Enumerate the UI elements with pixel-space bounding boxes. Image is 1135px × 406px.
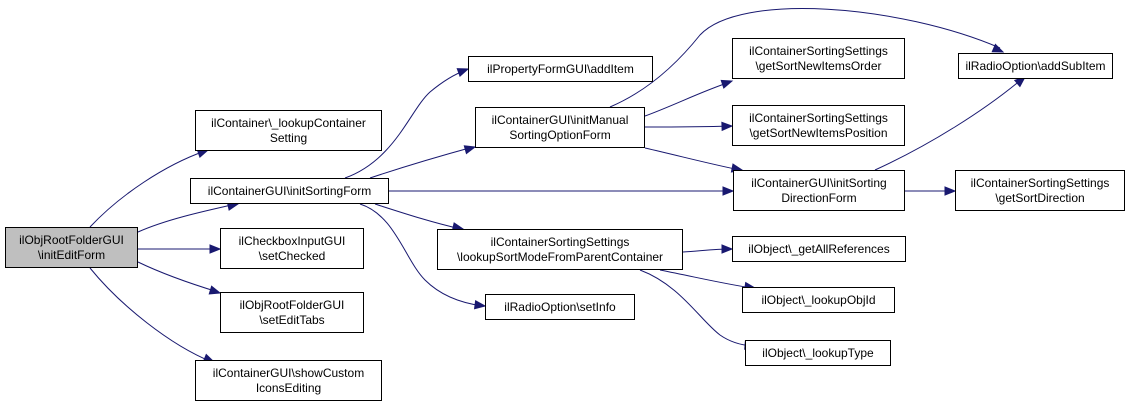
node-get-sort-new-items-order[interactable]: ilContainerSortingSettings \getSortNewIt… <box>732 38 905 79</box>
edge-root-to-checkbox-arrowhead <box>209 244 222 254</box>
node-line: ilContainerGUI\initSortingForm <box>207 183 372 198</box>
node-get-all-references[interactable]: ilObject\_getAllReferences <box>732 236 906 262</box>
node-show-custom-icons-editing[interactable]: ilContainerGUI\showCustom IconsEditing <box>195 360 382 401</box>
edge-sorting-to-sorting-direction <box>389 186 735 196</box>
node-line: ilObject\_lookupType <box>762 345 874 360</box>
node-line: ilContainerGUI\initManual <box>491 112 629 127</box>
node-set-edit-tabs[interactable]: ilObjRootFolderGUI \setEditTabs <box>220 292 364 333</box>
edge-sorting-to-property-add-item <box>344 68 470 179</box>
edge-sorting-to-property-add-item-arrowhead <box>456 68 470 78</box>
node-root-init-edit-form[interactable]: ilObjRootFolderGUI \initEditForm <box>5 227 138 268</box>
edge-manual-to-sort-new-items-pos-arrowhead <box>721 121 734 132</box>
edge-manual-to-radio-add-sub-item <box>609 8 1005 108</box>
edge-manual-to-sorting-direction-line <box>644 147 741 171</box>
node-line: ilRadioOption\setInfo <box>504 299 616 314</box>
edge-lookup-mode-to-lookup-type <box>639 269 757 350</box>
node-line: ilObjRootFolderGUI <box>239 297 345 312</box>
edge-root-to-set-edit-tabs-arrowhead <box>208 285 222 295</box>
edge-lookup-mode-to-lookup-obj-id <box>659 269 757 292</box>
node-line: \setEditTabs <box>259 312 325 327</box>
node-line: ilContainerGUI\showCustom <box>212 365 365 380</box>
node-lookup-type[interactable]: ilObject\_lookupType <box>745 340 891 366</box>
edge-root-to-checkbox <box>138 244 222 254</box>
node-radio-set-info[interactable]: ilRadioOption\setInfo <box>485 294 635 320</box>
node-line: SortingOptionForm <box>509 127 611 142</box>
node-line: \setChecked <box>258 248 326 263</box>
edge-manual-to-sort-new-items-pos <box>644 121 734 132</box>
edge-root-to-show-custom-icons-line <box>89 267 213 363</box>
node-get-sort-new-items-position[interactable]: ilContainerSortingSettings \getSortNewIt… <box>732 105 905 146</box>
edge-sorting-to-manual-sorting <box>369 145 477 179</box>
edge-sorting-to-manual-sorting-line <box>369 146 474 179</box>
node-line: ilContainerGUI\initSorting <box>751 175 887 190</box>
edge-sorting-to-radio-set-info <box>359 203 487 310</box>
node-line: ilContainerSortingSettings <box>749 43 888 58</box>
node-line: \getSortNewItemsPosition <box>749 125 888 140</box>
node-line: ilContainer\_lookupContainer <box>211 115 366 130</box>
node-init-manual-sorting-option-form[interactable]: ilContainerGUI\initManual SortingOptionF… <box>475 107 645 148</box>
edge-root-to-show-custom-icons <box>89 267 216 363</box>
node-line: ilRadioOption\addSubItem <box>965 58 1106 73</box>
node-init-sorting-direction-form[interactable]: ilContainerGUI\initSorting DirectionForm <box>733 170 905 211</box>
node-line: DirectionForm <box>781 190 857 205</box>
node-line: ilObject\_getAllReferences <box>748 241 890 256</box>
edge-direction-to-radio-add-sub-item-line <box>874 78 1023 171</box>
edge-sorting-to-manual-sorting-arrowhead <box>463 145 477 155</box>
node-checkbox-set-checked[interactable]: ilCheckboxInputGUI \setChecked <box>220 228 364 269</box>
edge-root-to-set-edit-tabs-line <box>137 261 219 293</box>
edge-manual-to-sort-new-items-order <box>644 79 734 117</box>
edge-manual-to-sorting-direction <box>644 147 744 173</box>
node-line: ilObject\_lookupObjId <box>761 292 876 307</box>
edge-direction-to-get-sort-direction <box>905 186 957 196</box>
node-line: ilContainerSortingSettings <box>749 110 888 125</box>
node-init-sorting-form[interactable]: ilContainerGUI\initSortingForm <box>190 178 389 204</box>
edge-root-to-set-edit-tabs <box>137 261 222 295</box>
edge-lookup-mode-to-lookup-type-line <box>639 269 753 347</box>
edge-root-to-init-sorting-form-line <box>137 203 237 233</box>
edge-lookup-mode-to-all-references <box>682 244 734 254</box>
node-line: ilCheckboxInputGUI <box>238 233 346 248</box>
edge-root-to-lookup-container-line <box>89 150 206 228</box>
edge-sorting-to-property-add-item-line <box>344 69 467 179</box>
edge-sorting-to-lookup-sort-mode-line <box>374 203 462 230</box>
node-line: \lookupSortModeFromParentContainer <box>456 249 664 264</box>
edge-sorting-to-lookup-sort-mode <box>374 203 465 232</box>
node-line: Setting <box>269 130 308 145</box>
node-line: \getSortDirection <box>995 190 1085 205</box>
node-line: ilPropertyFormGUI\addItem <box>487 61 634 76</box>
node-lookup-obj-id[interactable]: ilObject\_lookupObjId <box>742 287 895 313</box>
node-lookup-container-setting[interactable]: ilContainer\_lookupContainer Setting <box>195 110 382 151</box>
edge-lookup-mode-to-all-references-arrowhead <box>721 244 734 254</box>
node-get-sort-direction[interactable]: ilContainerSortingSettings \getSortDirec… <box>955 170 1125 211</box>
edge-sorting-to-sorting-direction-arrowhead <box>722 186 735 196</box>
edge-manual-to-sort-new-items-order-line <box>644 81 731 117</box>
edge-sorting-to-radio-set-info-arrowhead <box>473 299 487 310</box>
node-lookup-sort-mode-from-parent[interactable]: ilContainerSortingSettings \lookupSortMo… <box>437 229 683 270</box>
node-line: \initEditForm <box>37 247 106 262</box>
edge-manual-to-radio-add-sub-item-line <box>609 8 1001 108</box>
edge-sorting-to-radio-set-info-line <box>359 203 484 307</box>
node-property-form-add-item[interactable]: ilPropertyFormGUI\addItem <box>468 56 653 82</box>
edge-manual-to-radio-add-sub-item-arrowhead <box>991 43 1005 53</box>
node-line: ilContainerSortingSettings <box>970 175 1110 190</box>
edge-manual-to-sort-new-items-order-arrowhead <box>720 79 734 89</box>
node-line: \getSortNewItemsOrder <box>755 58 882 73</box>
edge-lookup-mode-to-lookup-obj-id-line <box>659 269 753 289</box>
node-line: IconsEditing <box>255 380 322 395</box>
node-line: ilObjRootFolderGUI <box>19 232 124 247</box>
edge-direction-to-get-sort-direction-arrowhead <box>944 186 957 196</box>
node-line: ilContainerSortingSettings <box>490 234 630 249</box>
edge-manual-to-sort-new-items-pos-line <box>644 125 731 128</box>
node-radio-add-sub-item[interactable]: ilRadioOption\addSubItem <box>958 53 1113 79</box>
